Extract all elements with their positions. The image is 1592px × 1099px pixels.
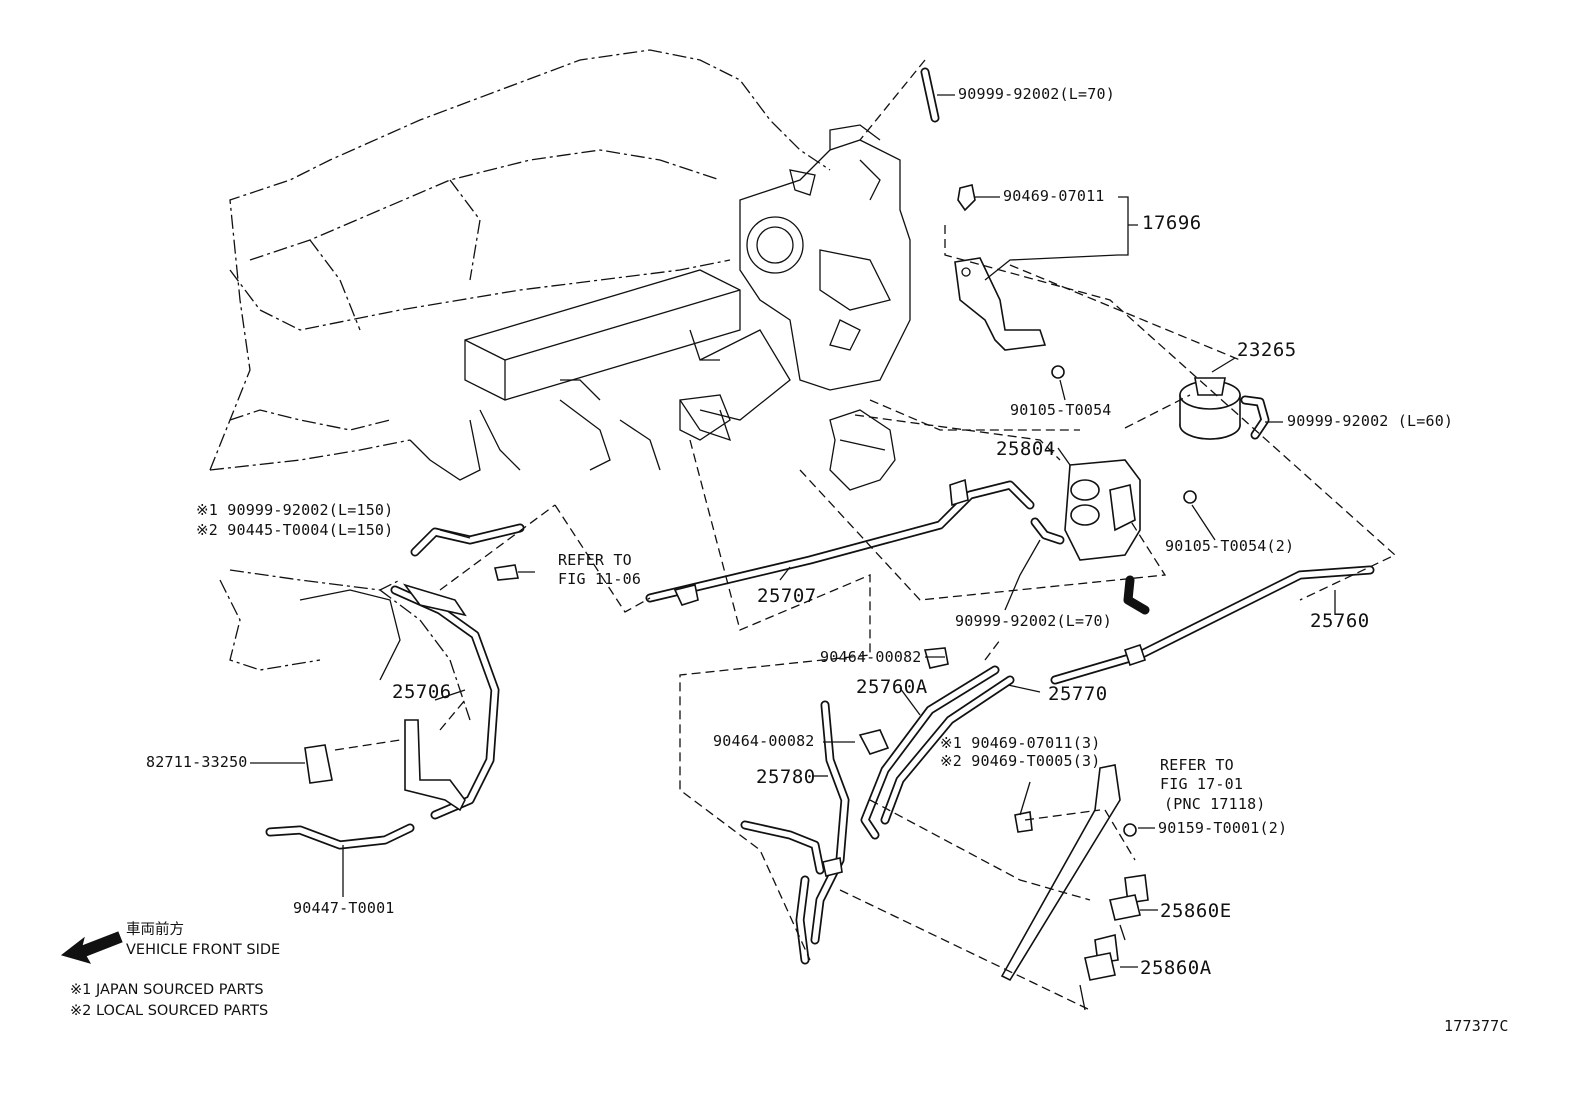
label-82711-33250 bbox=[304, 744, 333, 784]
vsv-bracket bbox=[1000, 764, 1149, 1011]
vsv-25804 bbox=[1064, 459, 1197, 615]
part-label-25706: 25706 bbox=[392, 681, 452, 703]
part-label-25804: 25804 bbox=[996, 438, 1056, 460]
refer-17-01-line1: REFER TO bbox=[1160, 756, 1234, 774]
hose-top bbox=[920, 67, 940, 123]
part-label-clip-top: 90469-07011 bbox=[1003, 187, 1105, 205]
part-label-25760: 25760 bbox=[1310, 610, 1370, 632]
diagram-id: 177377C bbox=[1444, 1017, 1509, 1035]
hose-l150 bbox=[410, 523, 525, 581]
filter-23265 bbox=[1179, 377, 1270, 440]
pipe-25760a-25770 bbox=[860, 647, 1015, 840]
part-label-bolt-upper: 90105-T0054 bbox=[1010, 401, 1112, 419]
part-label-25770: 25770 bbox=[1048, 683, 1108, 705]
legend-note-japan: ※1 JAPAN SOURCED PARTS bbox=[70, 982, 264, 998]
pipe-25760 bbox=[1050, 565, 1375, 685]
legend-front-en: VEHICLE FRONT SIDE bbox=[126, 942, 281, 958]
part-label-bolt-90159: 90159-T0001(2) bbox=[1158, 819, 1288, 837]
part-label-hose-l150-jp: ※1 90999-92002(L=150) bbox=[196, 501, 394, 519]
pipe-25707 bbox=[645, 478, 1065, 606]
part-label-17696: 17696 bbox=[1142, 212, 1202, 234]
part-label-clamp-lower: 90464-00082 bbox=[713, 732, 815, 750]
leader-lines bbox=[250, 94, 1336, 968]
part-label-hose-mid: 90999-92002(L=70) bbox=[955, 612, 1112, 630]
refer-17-01-line3: (PNC 17118) bbox=[1164, 795, 1266, 813]
legend-front-jp: 車両前方 bbox=[126, 922, 184, 938]
refer-11-06-line2: FIG 11-06 bbox=[558, 570, 642, 588]
bracket-17696 bbox=[954, 184, 1065, 379]
part-label-25860a: 25860A bbox=[1140, 957, 1212, 979]
part-label-hose-l150-local: ※2 90445-T0004(L=150) bbox=[196, 521, 394, 539]
refer-17-01-line2: FIG 17-01 bbox=[1160, 775, 1244, 793]
part-label-hose-bottom: 90447-T0001 bbox=[293, 899, 395, 917]
part-label-bolt-25804: 90105-T0054(2) bbox=[1165, 537, 1295, 555]
part-label-hose-top: 90999-92002(L=70) bbox=[958, 85, 1115, 103]
part-label-clip-jp: ※1 90469-07011(3) bbox=[940, 734, 1101, 752]
pipe-25780 bbox=[740, 700, 890, 965]
part-label-25860e: 25860E bbox=[1160, 900, 1232, 922]
part-label-hose-l60: 90999-92002 (L=60) bbox=[1287, 412, 1454, 430]
grouping-lines bbox=[334, 59, 1397, 1011]
part-label-23265: 23265 bbox=[1237, 339, 1297, 361]
refer-11-06-line1: REFER TO bbox=[558, 551, 632, 569]
engine-outline bbox=[209, 49, 911, 721]
hose-90447 bbox=[265, 823, 415, 850]
vehicle-front-arrow-icon bbox=[60, 931, 123, 964]
part-label-25707: 25707 bbox=[757, 585, 817, 607]
legend-note-local: ※2 LOCAL SOURCED PARTS bbox=[70, 1003, 269, 1019]
part-label-clamp-upper: 90464-00082 bbox=[820, 648, 922, 666]
pipe-25706 bbox=[390, 583, 500, 820]
part-label-82711: 82711-33250 bbox=[146, 753, 248, 771]
part-label-25760a: 25760A bbox=[856, 676, 928, 698]
part-label-25780: 25780 bbox=[756, 766, 816, 788]
part-label-clip-local: ※2 90469-T0005(3) bbox=[940, 752, 1101, 770]
